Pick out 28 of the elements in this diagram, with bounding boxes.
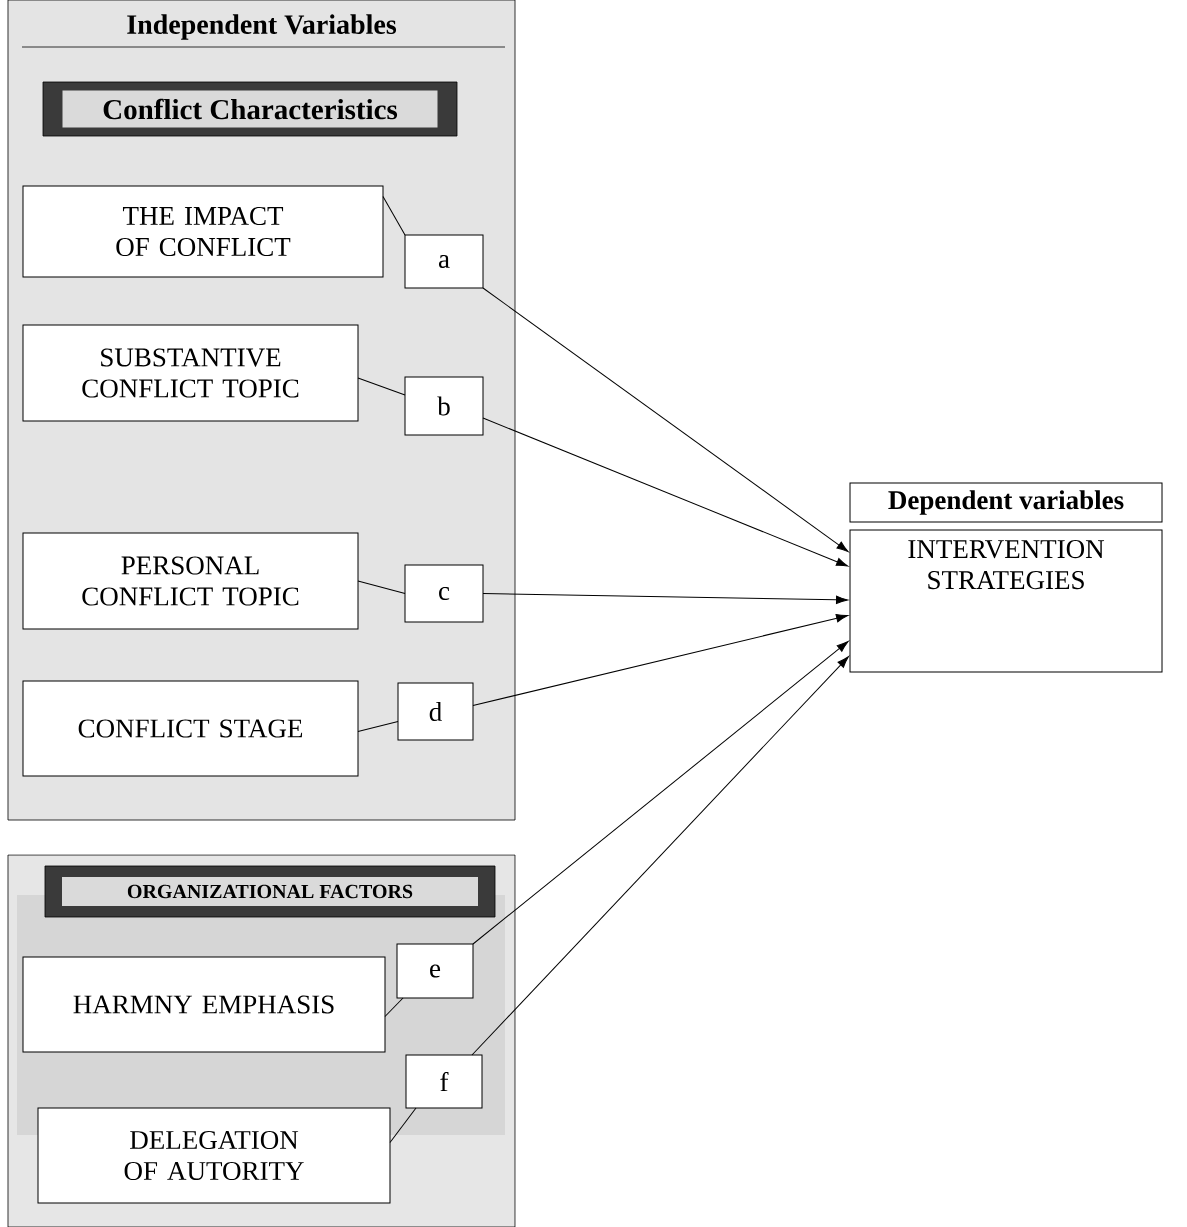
letter-box: b	[404, 376, 484, 436]
letter-box: d	[397, 682, 474, 741]
letter-box: c	[404, 564, 484, 623]
arrow	[482, 593, 849, 604]
letter-box: f	[405, 1054, 483, 1109]
connector-line	[357, 721, 399, 732]
text-box: SUBSTANTIVE CONFLICT TOPIC	[22, 324, 359, 422]
arrow	[471, 656, 849, 1056]
connector-line	[382, 196, 406, 236]
connector-line	[357, 377, 406, 396]
arrow	[472, 614, 849, 706]
letter-box: e	[396, 943, 474, 999]
arrow	[482, 417, 849, 567]
text-box: INTERVENTION STRATEGIES	[849, 529, 1163, 673]
heading-box: Dependent variables	[849, 482, 1163, 523]
text-box: CONFLICT STAGE	[22, 680, 359, 777]
connector-line	[384, 997, 404, 1017]
heading-banner: Conflict Characteristics	[42, 81, 458, 137]
connector-line	[357, 580, 406, 594]
arrow	[472, 641, 849, 945]
text-box: DELEGATION OF AUTORITY	[37, 1107, 391, 1204]
connector-line	[389, 1107, 417, 1143]
text-box: THE IMPACT OF CONFLICT	[22, 185, 384, 278]
letter-box: a	[404, 234, 484, 289]
text-box: HARMNY EMPHASIS	[22, 956, 386, 1053]
arrow	[482, 287, 849, 553]
heading-banner: ORGANIZATIONAL FACTORS	[44, 865, 496, 918]
text-box: PERSONAL CONFLICT TOPIC	[22, 532, 359, 630]
